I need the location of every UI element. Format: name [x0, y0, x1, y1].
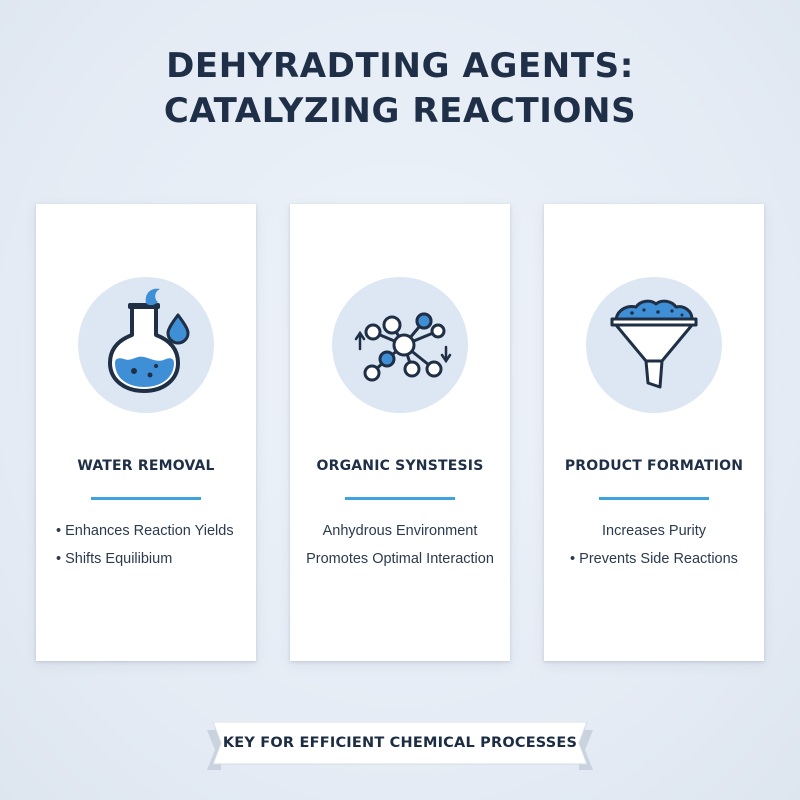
card-title: PRODUCT FORMATION [564, 458, 744, 474]
card-title-underline [599, 497, 709, 500]
icon-badge [332, 277, 468, 413]
footer-ribbon-banner: KEY FOR EFFICIENT CHEMICAL PROCESSES [207, 722, 593, 770]
card-points: • Enhances Reaction Yields • Shifts Equi… [36, 517, 256, 573]
card-water-removal: WATER REMOVAL • Enhances Reaction Yields… [36, 204, 256, 661]
card-point: • Prevents Side Reactions [570, 551, 738, 567]
card-point: Promotes Optimal Interaction [306, 551, 494, 567]
card-title: ORGANIC SYNSTESIS [316, 458, 484, 474]
card-point: • Enhances Reaction Yields [56, 523, 234, 539]
card-title-underline [345, 497, 455, 500]
card-point: Anhydrous Environment [322, 523, 478, 539]
card-product-formation: PRODUCT FORMATION Increases Purity • Pre… [544, 204, 764, 661]
page-title-line-1: DEHYRADTING AGENTS: [166, 46, 634, 86]
funnel-with-powder-icon [610, 299, 698, 389]
card-points: Increases Purity • Prevents Side Reactio… [544, 517, 764, 573]
molecule-network-icon [354, 312, 452, 382]
card-points: Anhydrous Environment Promotes Optimal I… [290, 517, 510, 573]
page-title: DEHYRADTING AGENTS: CATALYZING REACTIONS [0, 44, 800, 134]
card-point: • Shifts Equilibium [56, 551, 173, 567]
card-title-underline [91, 497, 201, 500]
card-organic-synthesis: ORGANIC SYNSTESIS Anhydrous Environment … [290, 204, 510, 661]
banner-text: KEY FOR EFFICIENT CHEMICAL PROCESSES [222, 735, 578, 751]
flask-with-water-drops-icon [108, 288, 190, 393]
card-point: Increases Purity [602, 523, 706, 539]
card-title: WATER REMOVAL [77, 458, 215, 474]
icon-badge [78, 277, 214, 413]
ribbon-shape [207, 722, 593, 770]
page-title-line-2: CATALYZING REACTIONS [163, 91, 637, 131]
icon-badge [586, 277, 722, 413]
